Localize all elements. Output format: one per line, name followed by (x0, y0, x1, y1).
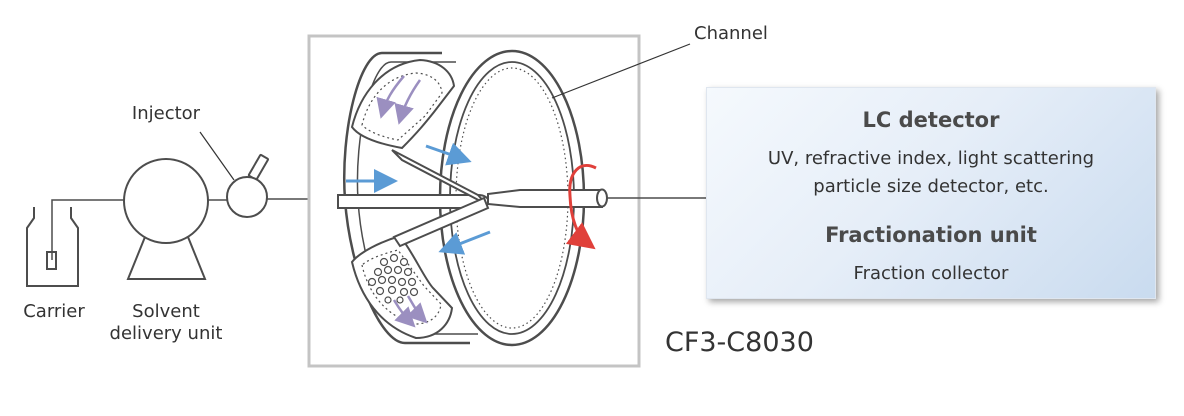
centrifugal-channel-icon (337, 49, 608, 347)
carrier-tube (51, 199, 125, 260)
carrier-label: Carrier (23, 301, 85, 322)
rotation-arrow-icon (565, 164, 597, 250)
injector-label: Injector (131, 103, 201, 124)
fractionation-unit-heading: Fractionation unit (825, 223, 1037, 247)
lc-detector-heading: LC detector (862, 108, 1000, 132)
channel-leader-line (551, 43, 691, 99)
injector-leader-line (199, 131, 235, 181)
fraction-collector-text: Fraction collector (853, 263, 1009, 284)
solvent-delivery-label: Solvent delivery unit (102, 301, 230, 345)
solvent-pump-icon (123, 158, 209, 280)
channel-label: Channel (694, 23, 768, 44)
detector-box: LC detector UV, refractive index, light … (706, 87, 1156, 299)
lc-detector-desc-line-1: UV, refractive index, light scattering (767, 148, 1095, 169)
solvent-label-line-1: Solvent (132, 301, 200, 322)
model-label: CF3-C8030 (665, 327, 814, 358)
lc-detector-desc-line-2: particle size detector, etc. (813, 176, 1049, 197)
solvent-label-line-2: delivery unit (109, 323, 223, 344)
injector-icon (226, 153, 269, 218)
